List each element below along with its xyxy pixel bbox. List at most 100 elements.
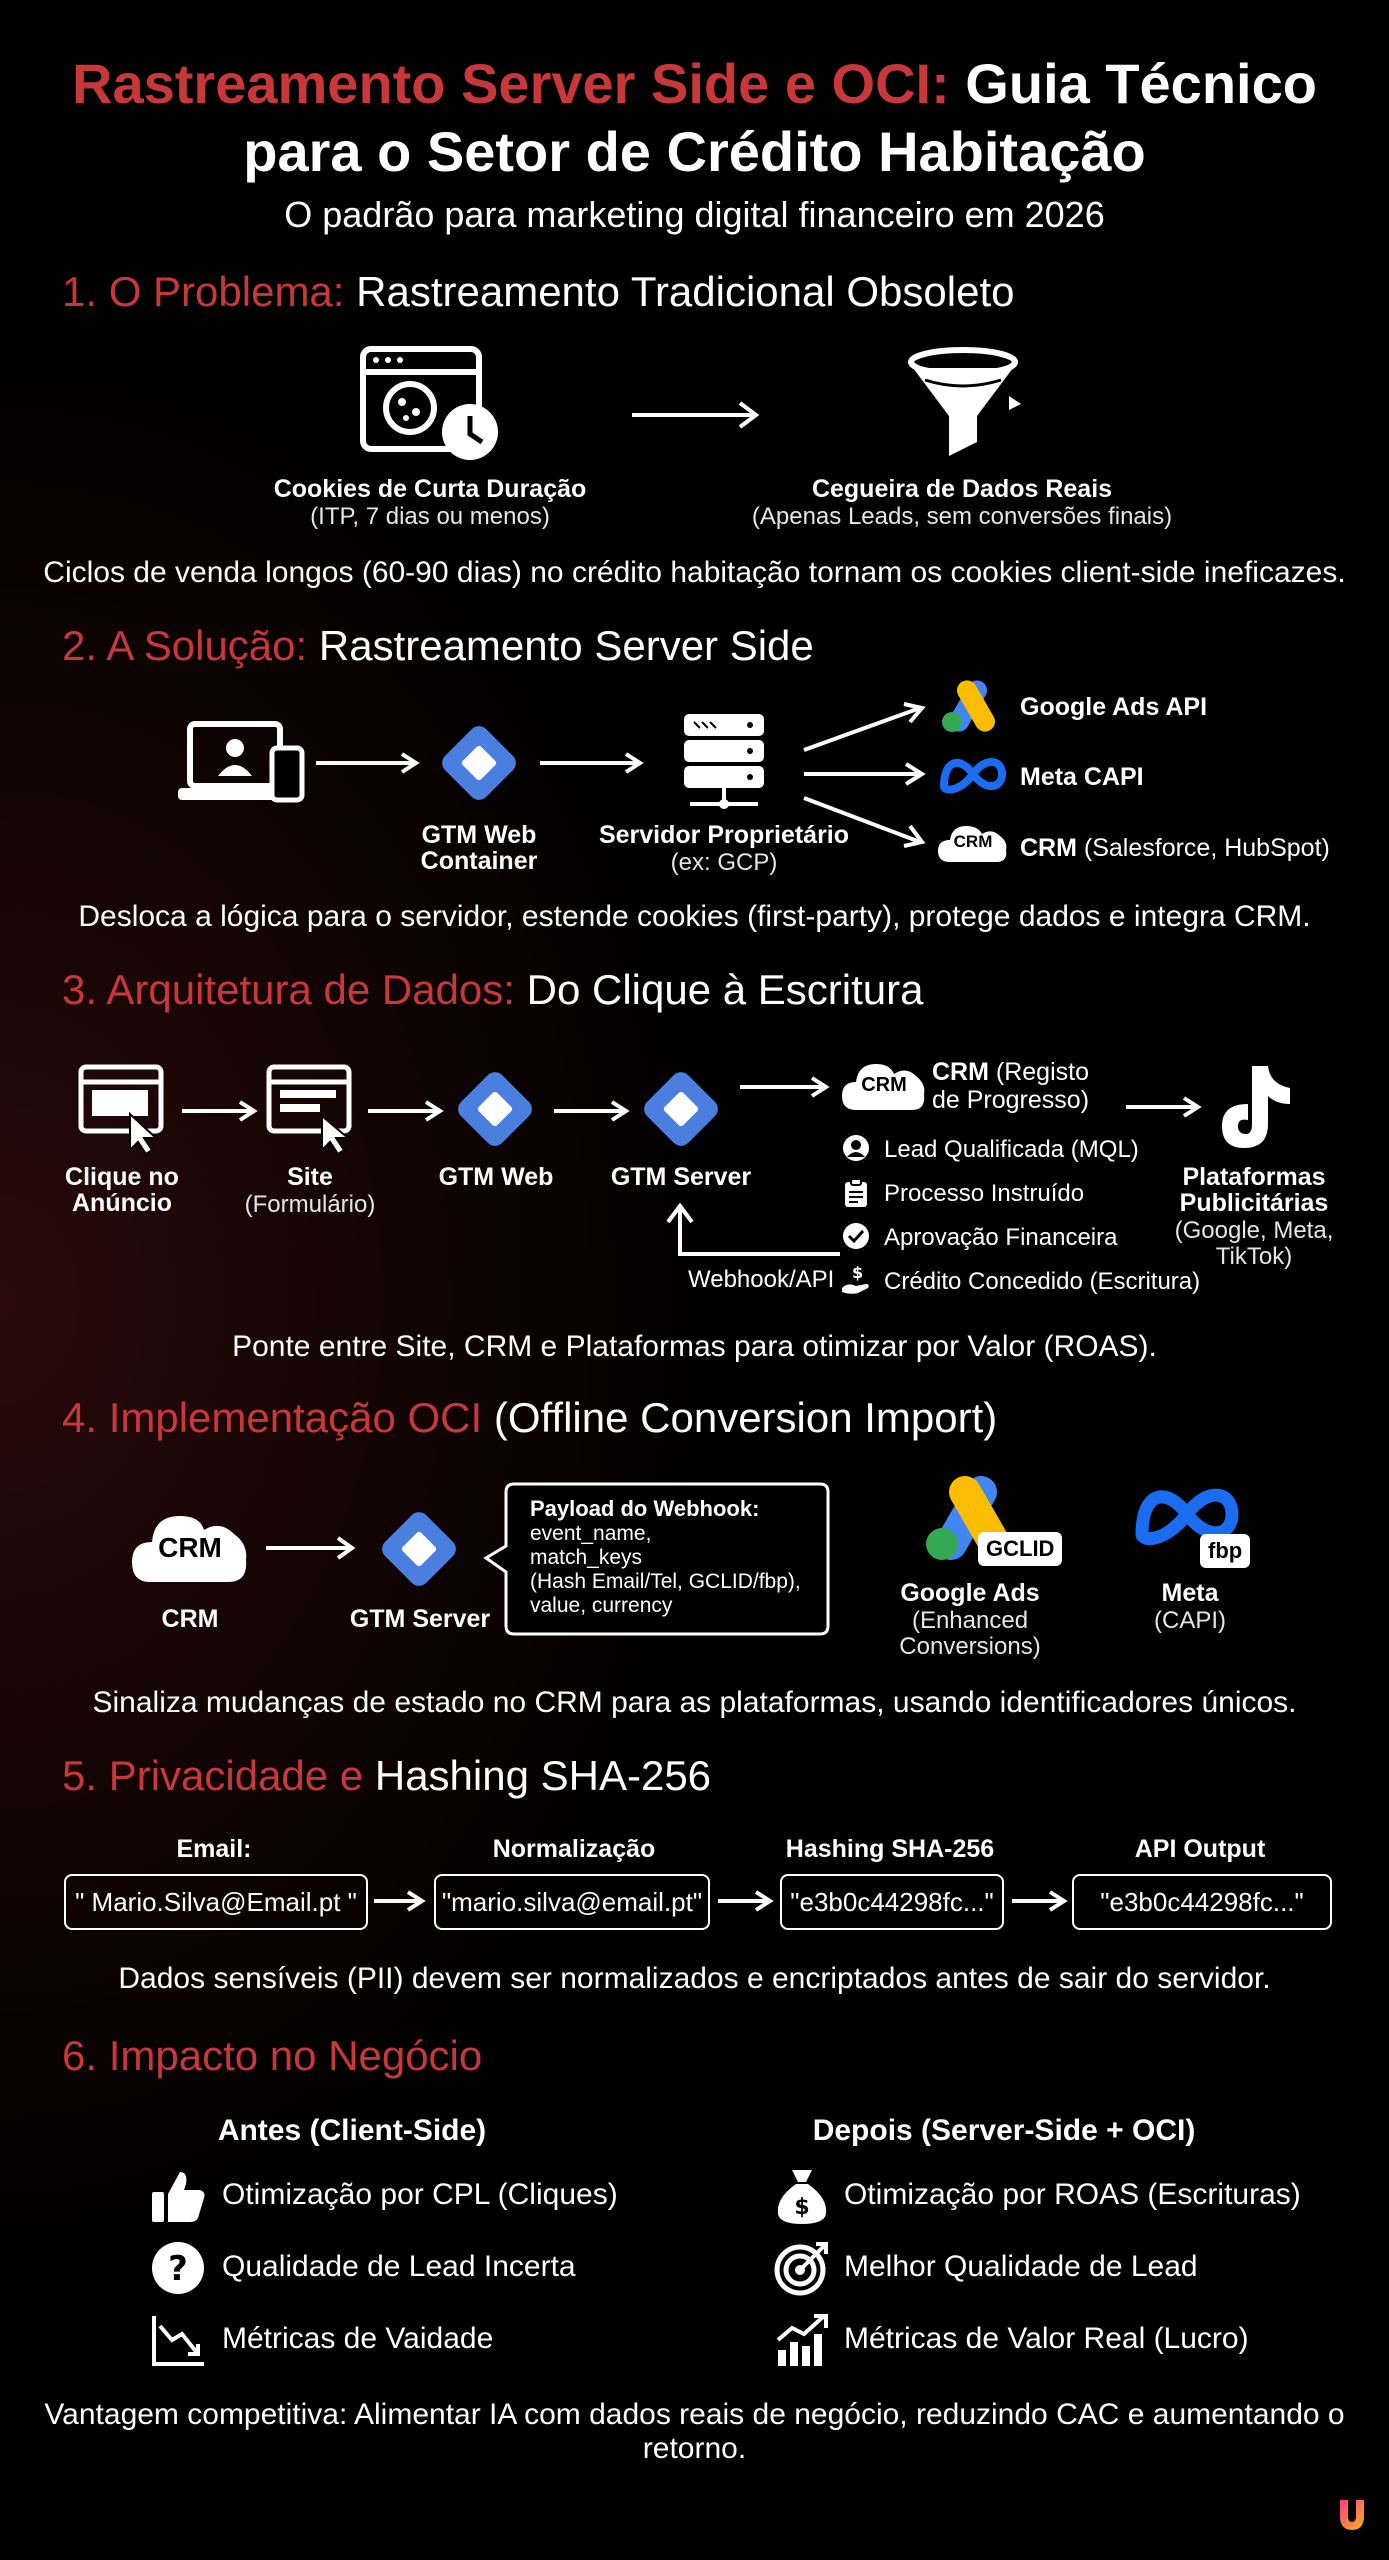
user-circle-icon	[842, 1134, 870, 1162]
section-6-heading: 6. Impacto no Negócio	[62, 2032, 483, 2079]
section-2-caption: Desloca a lógica para o servidor, estend…	[78, 900, 1311, 933]
gclid-badge: GCLID	[978, 1532, 1063, 1566]
section-4-number: 4. Implementação OCI	[62, 1394, 483, 1441]
arrow-right-icon	[1010, 1890, 1068, 1912]
section-3-title: Do Clique à Escritura	[526, 966, 924, 1013]
meta-capi-label: Meta CAPI	[1020, 763, 1144, 791]
final-caption: Vantagem competitiva: Alimentar IA com d…	[44, 2398, 1345, 2465]
payload-line: event_name,	[530, 1522, 652, 1545]
section-4-caption: Sinaliza mudanças de estado no CRM para …	[92, 1686, 1297, 1719]
section-1-heading: 1. O Problema: Rastreamento Tradicional …	[62, 268, 1014, 316]
funnel-icon	[905, 346, 1025, 464]
ad-platforms-label-1: Plataformas	[1182, 1163, 1326, 1191]
crm-bold: CRM	[1020, 834, 1077, 862]
return-arrow-icon	[664, 1200, 844, 1260]
gtm-diamond-icon	[434, 718, 524, 808]
payload-line: (Hash Email/Tel, GCLID/fbp),	[530, 1570, 801, 1593]
section-4-title: (Offline Conversion Import)	[493, 1394, 998, 1441]
google-ads-label: Google Ads	[900, 1579, 1040, 1607]
meta-icon	[1132, 1480, 1242, 1550]
data-blindness-sublabel: (Apenas Leads, sem conversões finais)	[751, 503, 1173, 530]
arrow-right-icon	[1124, 1096, 1202, 1118]
section-3-number: 3. Arquitetura de Dados:	[62, 966, 515, 1013]
payload-line: match_keys	[530, 1546, 643, 1569]
ad-platforms-sub-2: TikTok)	[1215, 1243, 1293, 1270]
crm-label: CRM	[161, 1605, 219, 1633]
short-cookies-sublabel: (ITP, 7 dias ou menos)	[310, 503, 550, 530]
arrow-right-icon	[552, 1100, 630, 1122]
before-item-1: Otimização por CPL (Cliques)	[222, 2178, 618, 2211]
website-form-icon	[266, 1064, 356, 1154]
meta-label: Meta	[1161, 1579, 1219, 1607]
crm-progress-rest1: (Registo	[995, 1058, 1089, 1086]
gtm-diamond-icon	[450, 1064, 540, 1154]
crm-badge-text: CRM	[861, 1074, 907, 1096]
gtm-server-label: GTM Server	[349, 1605, 491, 1633]
section-3-heading: 3. Arquitetura de Dados: Do Clique à Esc…	[62, 966, 923, 1014]
crm-rest: (Salesforce, HubSpot)	[1083, 834, 1330, 862]
section-1-title: Rastreamento Tradicional Obsoleto	[356, 268, 1015, 315]
google-ads-sub-1: (Enhanced	[911, 1607, 1029, 1634]
section-2-heading: 2. A Solução: Rastreamento Server Side	[62, 622, 814, 670]
ad-click-label-1: Clique no	[65, 1163, 179, 1191]
ad-platforms-label-2: Publicitárias	[1179, 1189, 1329, 1217]
page-subtitle: O padrão para marketing digital financei…	[284, 194, 1105, 235]
arrow-right-icon	[630, 400, 760, 430]
payload-lines: event_name, match_keys (Hash Email/Tel, …	[530, 1522, 801, 1618]
ad-click-label-2: Anúncio	[72, 1189, 172, 1217]
section-2-number: 2. A Solução:	[62, 622, 308, 669]
own-server-sublabel: (ex: GCP)	[670, 849, 778, 876]
meta-icon	[938, 752, 1008, 796]
crm-cloud-icon: CRM	[936, 820, 1010, 866]
hash-value-box: "e3b0c44298fc..."	[780, 1874, 1004, 1930]
section-1-caption: Ciclos de venda longos (60-90 dias) no c…	[43, 556, 1346, 589]
gtm-server-label: GTM Server	[610, 1163, 752, 1191]
section-5-heading: 5. Privacidade e Hashing SHA-256	[62, 1752, 711, 1800]
after-item-1: Otimização por ROAS (Escrituras)	[844, 2178, 1301, 2211]
arrow-right-icon	[314, 752, 420, 774]
section-2-title: Rastreamento Server Side	[318, 622, 814, 669]
after-column-title: Depois (Server-Side + OCI)	[812, 2114, 1196, 2147]
google-ads-icon	[938, 676, 1004, 734]
before-item-2: Qualidade de Lead Incerta	[222, 2250, 576, 2283]
gtm-diamond-icon	[636, 1064, 726, 1154]
page-title: Rastreamento Server Side e OCI: Guia Téc…	[0, 52, 1389, 116]
crm-badge-text: CRM	[158, 1532, 222, 1563]
step-label-hashing: Hashing SHA-256	[785, 1835, 995, 1863]
arrow-right-icon	[264, 1536, 356, 1560]
page-title-line2: para o Setor de Crédito Habitação	[243, 120, 1146, 183]
google-ads-sub-2: Conversions)	[899, 1633, 1041, 1660]
arrow-right-icon	[538, 752, 644, 774]
before-column-title: Antes (Client-Side)	[217, 2114, 487, 2147]
chart-down-icon	[150, 2314, 206, 2368]
arrow-right-icon	[372, 1890, 426, 1912]
svg-text:$: $	[794, 2195, 809, 2220]
server-icon	[680, 710, 768, 810]
stage-mql: Lead Qualificada (MQL)	[884, 1136, 1139, 1163]
question-mark-icon: ?	[150, 2240, 206, 2296]
crm-progress-bold: CRM	[932, 1058, 989, 1086]
after-item-3: Métricas de Valor Real (Lucro)	[844, 2322, 1249, 2355]
google-ads-api-label: Google Ads API	[1020, 693, 1208, 721]
api-output-value-box: "e3b0c44298fc..."	[1072, 1874, 1332, 1930]
title-red-part: Rastreamento Server Side e OCI:	[72, 52, 950, 115]
crm-cloud-icon: CRM	[130, 1510, 250, 1586]
title-white-part: Guia Técnico	[965, 52, 1317, 115]
payload-title: Payload do Webhook:	[530, 1496, 760, 1521]
step-label-api-output: API Output	[1134, 1835, 1266, 1863]
meta-sublabel: (CAPI)	[1154, 1607, 1226, 1634]
laptop-user-icon	[176, 720, 306, 806]
money-bag-icon: $	[774, 2166, 830, 2226]
hand-money-icon: $	[840, 1264, 872, 1296]
short-cookies-label: Cookies de Curta Duração	[273, 475, 587, 503]
stage-credit: Crédito Concedido (Escritura)	[884, 1268, 1201, 1295]
chart-up-icon	[774, 2312, 832, 2368]
browser-cookie-clock-icon	[360, 346, 506, 464]
gtm-web-label-2: Container	[420, 847, 538, 875]
ad-platforms-sub-1: (Google, Meta,	[1174, 1217, 1334, 1244]
svg-text:?: ?	[168, 2249, 188, 2289]
section-3-caption: Ponte entre Site, CRM e Plataformas para…	[232, 1330, 1157, 1363]
crm-destination-label: CRM (Salesforce, HubSpot)	[1020, 834, 1330, 863]
section-1-number: 1. O Problema:	[62, 268, 345, 315]
crm-badge-text: CRM	[953, 832, 993, 851]
